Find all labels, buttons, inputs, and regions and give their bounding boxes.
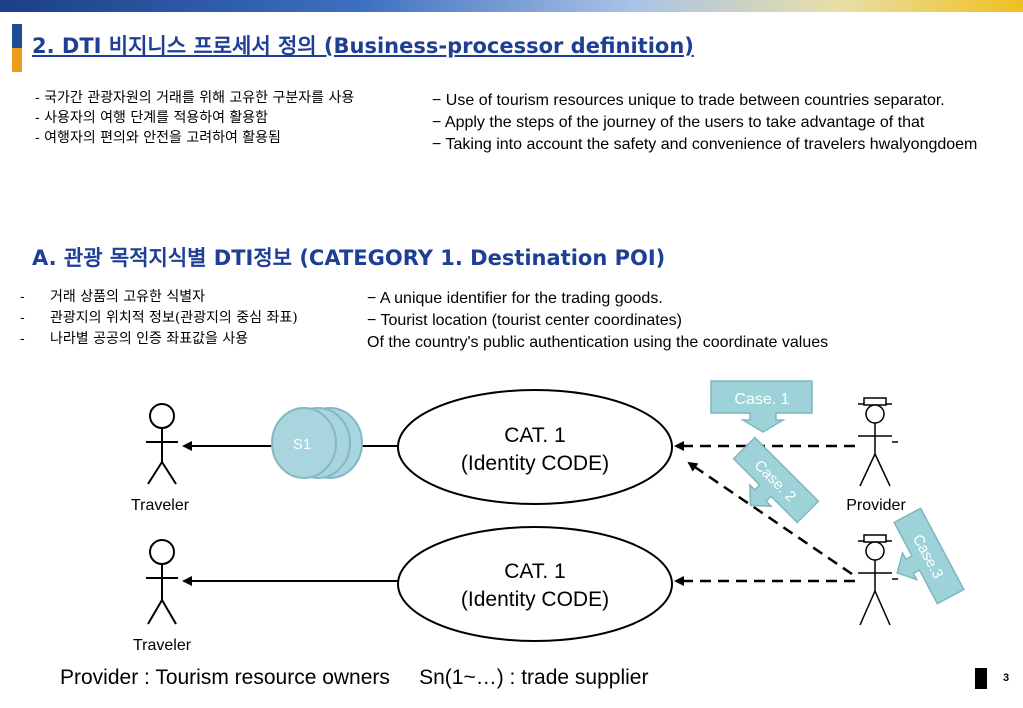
korean-intro-line: - 여행자의 편의와 안전을 고려하여 활용됨 — [35, 130, 281, 146]
korean-intro-line: - 사용자의 여행 단계를 적용하여 활용함 — [35, 110, 269, 126]
page-marker — [975, 668, 987, 689]
traveler-figure-top — [146, 403, 178, 485]
supplier-badge-label: S1 — [293, 436, 311, 453]
english-intro-line: − Use of tourism resources unique to tra… — [432, 92, 945, 109]
provider-figure-bottom — [858, 534, 898, 626]
page-number: 3 — [1003, 672, 1010, 684]
title-accent-orange — [12, 48, 22, 72]
title-accent-blue — [12, 24, 22, 48]
case2-callout: Case. 2 — [732, 436, 820, 524]
english-category-line: − A unique identifier for the trading go… — [367, 290, 663, 307]
english-category-line: − Tourist location (tourist center coord… — [367, 312, 682, 329]
footer-notes: Provider : Tourism resource owners Sn(1~… — [60, 666, 648, 690]
list-item-text: 나라별 공공의 인증 좌표값을 사용 — [50, 331, 249, 347]
list-item: - 나라별 공공의 인증 좌표값을 사용 — [20, 329, 360, 350]
title-bar-gradient — [0, 0, 1023, 12]
provider-note: Provider : Tourism resource owners — [60, 666, 390, 689]
cat1-subtitle-bottom: (Identity CODE) — [461, 588, 609, 611]
english-intro-line: − Apply the steps of the journey of the … — [432, 114, 925, 131]
case3-callout: Case.3 — [893, 507, 965, 605]
korean-intro: - 국가간 관광자원의 거래를 위해 고유한 구분자를 사용 - 사용자의 여행… — [35, 88, 425, 148]
section-title: A. 관광 목적지식별 DTI정보 (CATEGORY 1. Destinati… — [32, 246, 666, 270]
traveler-figure-bottom — [146, 539, 178, 625]
list-item: - 관광지의 위치적 정보(관광지의 중심 좌표) — [20, 308, 360, 329]
cat1-ellipse-bottom — [397, 526, 673, 642]
bullet-dash: - — [20, 289, 25, 305]
list-item: - 거래 상품의 고유한 식별자 — [20, 287, 360, 308]
cat1-ellipse-top — [397, 389, 673, 505]
supplier-note: Sn(1~…) : trade supplier — [419, 666, 649, 689]
korean-category-list: - 거래 상품의 고유한 식별자 - 관광지의 위치적 정보(관광지의 중심 좌표)… — [20, 287, 360, 350]
dashed-arrow-diagonal — [687, 461, 853, 576]
bullet-dash: - — [20, 310, 25, 326]
cat1-title-top: CAT. 1 — [504, 424, 565, 447]
english-intro-line: − Taking into account the safety and con… — [432, 136, 978, 153]
provider-label: Provider — [846, 497, 906, 514]
list-item-text: 거래 상품의 고유한 식별자 — [50, 289, 206, 305]
english-category-line: Of the country's public authentication u… — [367, 334, 829, 351]
english-intro: − Use of tourism resources unique to tra… — [432, 90, 992, 156]
traveler-label-top: Traveler — [131, 497, 190, 514]
case1-label: Case. 1 — [734, 391, 789, 408]
case1-callout — [710, 380, 813, 433]
english-category-list: − A unique identifier for the trading go… — [367, 288, 967, 354]
provider-figure-top — [858, 397, 898, 487]
cat1-title-bottom: CAT. 1 — [504, 560, 565, 583]
slide-title: 2. DTI 비지니스 프로세서 정의 (Business-processor … — [32, 34, 694, 58]
supplier-badge-stack — [271, 407, 363, 479]
korean-intro-line: - 국가간 관광자원의 거래를 위해 고유한 구분자를 사용 — [35, 90, 355, 106]
cat1-subtitle-top: (Identity CODE) — [461, 452, 609, 475]
bullet-dash: - — [20, 331, 25, 347]
traveler-label-bottom: Traveler — [133, 637, 192, 654]
list-item-text: 관광지의 위치적 정보(관광지의 중심 좌표) — [50, 310, 298, 326]
